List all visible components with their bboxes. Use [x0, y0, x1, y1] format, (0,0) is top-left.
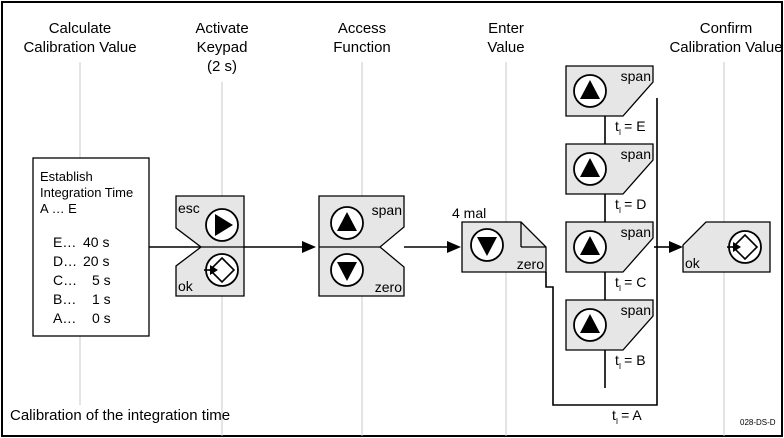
header-activate: Activate — [195, 20, 248, 37]
info-integration-time: Integration Time — [40, 185, 133, 200]
ok-label: ok — [178, 278, 194, 294]
svg-text:tI= A: tI= A — [612, 407, 642, 426]
svg-text:tI= B: tI= B — [615, 352, 646, 371]
info-row-code: C… — [53, 272, 77, 288]
header-calibration-value: Calibration Value — [23, 39, 136, 56]
down-arrow-icon — [337, 262, 357, 281]
branch-label-b: tI= B — [615, 352, 646, 371]
info-row-code: B… — [53, 291, 76, 307]
branch-label-a: tI= A — [612, 407, 642, 426]
span-label: span — [372, 202, 402, 218]
zero-key[interactable]: zero — [461, 221, 547, 273]
span-key-d[interactable]: span — [565, 143, 654, 195]
zero-key-label: zero — [517, 256, 544, 272]
info-row-time: 5 s — [92, 272, 111, 288]
span-key-label: span — [621, 302, 651, 318]
confirm-ok-label: ok — [685, 255, 701, 271]
zero-label: zero — [375, 279, 402, 295]
up-arrow-icon — [580, 158, 600, 177]
branch-label-c: tI= C — [615, 274, 646, 293]
header-confirm: Confirm — [700, 20, 753, 37]
play-icon — [215, 214, 233, 236]
span-key-c[interactable]: span — [565, 221, 654, 273]
enter-icon — [727, 233, 759, 261]
enter-icon — [204, 256, 236, 284]
integration-time-box: Establish Integration Time A … E E… 40 s… — [32, 157, 150, 337]
span-key-label: span — [621, 224, 651, 240]
header-duration: (2 s) — [207, 58, 237, 75]
info-row-code: A… — [53, 310, 76, 326]
up-arrow-icon — [580, 314, 600, 333]
header-keypad: Keypad — [197, 39, 248, 56]
svg-text:tI= D: tI= D — [615, 196, 646, 215]
figure-code: 028-DS-D — [740, 418, 776, 427]
svg-text:tI= C: tI= C — [615, 274, 646, 293]
esc-ok-keypad[interactable]: esc ok — [175, 195, 245, 297]
repeat-label: 4 mal — [452, 205, 486, 221]
up-arrow-icon — [580, 236, 600, 255]
svg-text:tI= E: tI= E — [615, 118, 646, 137]
diagram-caption: Calibration of the integration time — [10, 407, 230, 424]
header-function: Function — [333, 39, 391, 56]
header-enter: Enter — [488, 20, 524, 37]
esc-label: esc — [178, 200, 200, 216]
span-key-b[interactable]: span — [565, 299, 654, 351]
info-range: A … E — [40, 201, 77, 216]
flow-arrow-2 — [447, 241, 461, 253]
span-key-label: span — [621, 146, 651, 162]
header-access: Access — [338, 20, 386, 37]
info-row-time: 40 s — [83, 234, 109, 250]
header-value: Value — [487, 39, 524, 56]
confirm-ok-key[interactable]: ok — [682, 221, 771, 273]
header-calculate: Calculate — [49, 20, 112, 37]
info-establish: Establish — [40, 169, 93, 184]
info-row-code: D… — [53, 253, 77, 269]
header-confirm-calibration-value: Calibration Value — [669, 39, 782, 56]
branch-label-e: tI= E — [615, 118, 646, 137]
down-arrow-icon — [477, 237, 497, 256]
flow-arrow-1 — [302, 241, 316, 253]
info-row-code: E… — [53, 234, 76, 250]
branch-connector — [545, 98, 658, 406]
span-key-e[interactable]: span — [565, 65, 654, 117]
branch-arrow — [669, 241, 683, 253]
span-key-label: span — [621, 68, 651, 84]
info-row-time: 1 s — [92, 291, 111, 307]
branch-label-d: tI= D — [615, 196, 646, 215]
up-arrow-icon — [337, 212, 357, 231]
info-row-time: 20 s — [83, 253, 109, 269]
up-arrow-icon — [580, 80, 600, 99]
info-row-time: 0 s — [92, 310, 111, 326]
span-zero-keypad[interactable]: span zero — [318, 195, 405, 297]
